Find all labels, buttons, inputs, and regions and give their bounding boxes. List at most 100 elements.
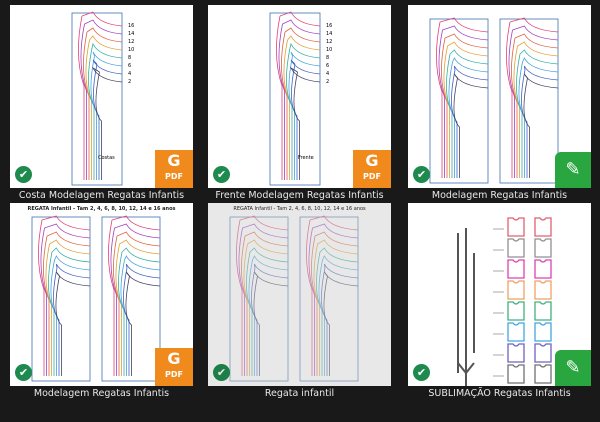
- size-line: [38, 215, 91, 376]
- drawing-app-icon: ✎: [555, 350, 591, 386]
- size-line: [290, 59, 321, 180]
- size-line: [451, 65, 489, 178]
- file-thumbnail: REGATA Infantil - Tam 2, 4, 6, 8, 10, 12…: [208, 203, 391, 386]
- size-line: [123, 263, 161, 376]
- thumb-text: Frente: [298, 155, 314, 161]
- tank-top-shape: [534, 217, 552, 237]
- size-line: [438, 25, 489, 178]
- size-label: 4: [326, 71, 329, 77]
- pattern-frame: [499, 18, 559, 184]
- pattern-frame: [269, 12, 321, 186]
- file-name[interactable]: Regata infantil: [264, 388, 335, 399]
- size-line: [236, 215, 289, 376]
- pattern-frame: [71, 12, 123, 186]
- tank-top-shape: [507, 301, 525, 321]
- thumb-header: REGATA Infantil - Tam 2, 4, 6, 8, 10, 12…: [27, 206, 176, 212]
- arrow-head: [457, 362, 475, 375]
- file-thumbnail: ✔ ✎: [408, 5, 591, 188]
- size-line: [311, 231, 359, 376]
- size-line: [80, 19, 123, 180]
- size-line: [55, 271, 91, 376]
- size-label: 14: [128, 31, 134, 37]
- size-label: 8: [128, 55, 131, 61]
- file-tile[interactable]: ✔ ✎ SUBLIMAÇÃO Regatas Infantis: [408, 203, 591, 399]
- file-tile[interactable]: REGATA Infantil - Tam 2, 4, 6, 8, 10, 12…: [208, 203, 391, 399]
- size-label: 2: [326, 79, 329, 85]
- file-tile[interactable]: ✔ ✎ Modelagem Regatas Infantis: [408, 5, 591, 201]
- size-label: 16: [326, 23, 332, 29]
- sync-check-icon: ✔: [15, 166, 32, 183]
- tank-top-shape: [507, 322, 525, 342]
- tank-top-shape: [534, 322, 552, 342]
- tank-top-shape: [507, 217, 525, 237]
- size-line: [321, 263, 359, 376]
- file-name[interactable]: Frente Modelagem Regatas Infantis: [215, 190, 384, 201]
- file-thumbnail: ✔ ✎: [408, 203, 591, 386]
- sync-check-icon: ✔: [15, 364, 32, 381]
- pattern-frame: [229, 216, 289, 382]
- size-line: [251, 263, 289, 376]
- size-line: [308, 223, 359, 376]
- size-line: [290, 66, 321, 180]
- size-line: [436, 17, 489, 178]
- size-label: 8: [326, 55, 329, 61]
- tank-top-shape: [507, 238, 525, 258]
- sync-check-icon: ✔: [213, 364, 230, 381]
- file-name[interactable]: Costa Modelagem Regatas Infantis: [18, 190, 185, 201]
- size-line: [113, 231, 161, 376]
- size-line: [92, 59, 123, 180]
- tank-top-shape: [534, 259, 552, 279]
- pattern-frame: [101, 216, 161, 382]
- thumb-header: REGATA Infantil - Tam 2, 4, 6, 8, 10, 12…: [233, 206, 366, 212]
- size-label: 10: [326, 47, 332, 53]
- size-label: 6: [326, 63, 329, 69]
- thumb-text: Costas: [98, 155, 115, 161]
- tank-top-shape: [507, 259, 525, 279]
- size-line: [453, 73, 489, 178]
- tank-top-shape: [507, 280, 525, 300]
- sync-check-icon: ✔: [213, 166, 230, 183]
- size-label: 12: [326, 39, 332, 45]
- size-line: [521, 65, 559, 178]
- size-line: [108, 215, 161, 376]
- file-name[interactable]: SUBLIMAÇÃO Regatas Infantis: [428, 388, 571, 399]
- sync-check-icon: ✔: [413, 364, 430, 381]
- size-line: [508, 25, 559, 178]
- size-line: [276, 11, 321, 180]
- file-tile[interactable]: REGATA Infantil - Tam 2, 4, 6, 8, 10, 12…: [10, 203, 193, 399]
- size-line: [523, 73, 559, 178]
- size-line: [43, 231, 91, 376]
- size-line: [238, 223, 289, 376]
- tank-top-shape: [534, 301, 552, 321]
- size-label: 6: [128, 63, 131, 69]
- tank-top-shape: [507, 343, 525, 363]
- size-line: [53, 263, 91, 376]
- size-line: [253, 271, 289, 376]
- size-line: [241, 231, 289, 376]
- size-line: [92, 66, 123, 180]
- size-label: 12: [128, 39, 134, 45]
- size-label: 2: [128, 79, 131, 85]
- tank-top-shape: [534, 364, 552, 384]
- size-line: [306, 215, 359, 376]
- sync-check-icon: ✔: [413, 166, 430, 183]
- size-line: [278, 19, 321, 180]
- size-line: [125, 271, 161, 376]
- size-line: [506, 17, 559, 178]
- file-name[interactable]: Modelagem Regatas Infantis: [33, 388, 170, 399]
- size-line: [281, 27, 321, 180]
- pattern-frame: [31, 216, 91, 382]
- size-label: 10: [128, 47, 134, 53]
- size-line: [78, 11, 123, 180]
- tank-top-shape: [534, 343, 552, 363]
- file-thumbnail: REGATA Infantil - Tam 2, 4, 6, 8, 10, 12…: [10, 203, 193, 386]
- tank-top-shape: [534, 280, 552, 300]
- file-name[interactable]: Modelagem Regatas Infantis: [431, 190, 568, 201]
